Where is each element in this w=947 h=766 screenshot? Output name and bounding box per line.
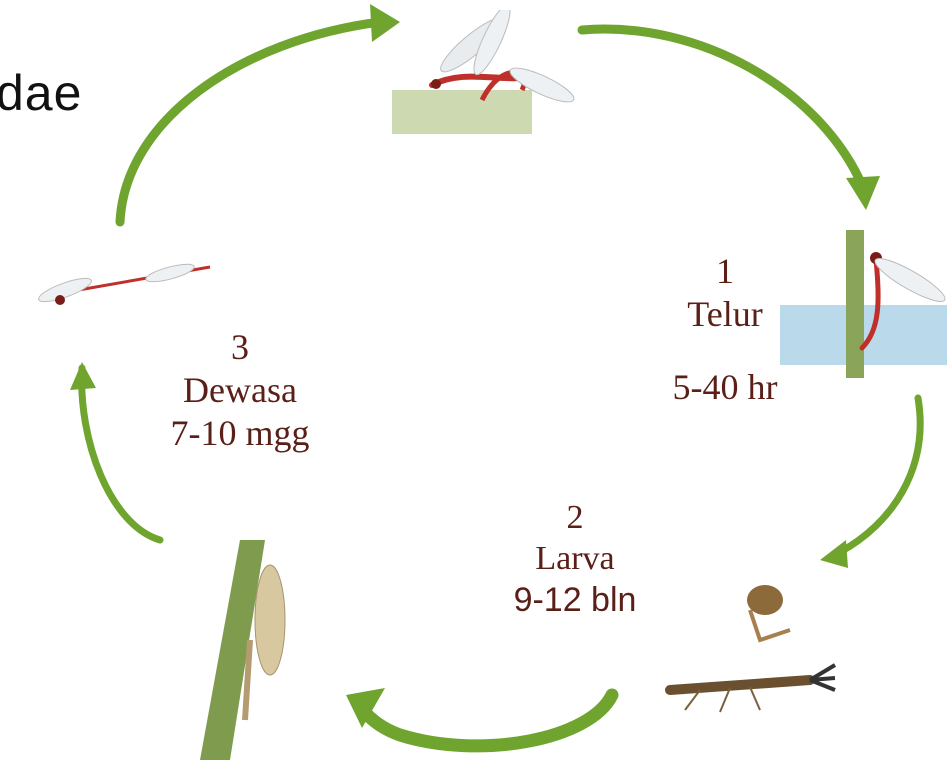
stage-adult-name: Dewasa [150,369,330,412]
stage-larva-name: Larva [500,539,650,580]
emerging-adult-illustration [190,540,310,760]
adult-damselflies-illustration [20,255,220,325]
stage-larva-duration: 9-12 bln [500,580,650,621]
stage-egg-label: 1 Telur 5-40 hr [660,250,790,410]
arrow-adult-to-mating [120,22,380,222]
egg-laying-damselfly-illustration [780,230,947,380]
arrow-mating-to-egg [582,29,862,185]
stage-egg-name: Telur [660,293,790,336]
stage-egg-number: 1 [660,250,790,293]
stage-adult-label: 3 Dewasa 7-10 mgg [150,326,330,456]
stage-larva-number: 2 [500,498,650,539]
mating-damselflies-illustration [392,10,592,175]
arrow-emergence-to-adult [82,368,160,540]
stage-egg-duration: 5-40 hr [660,366,790,409]
stage-adult-number: 3 [150,326,330,369]
larva-illustration [640,560,840,730]
arrow-larva-to-emergence [360,695,612,746]
arrow-egg-to-larva [840,398,920,552]
stage-adult-duration: 7-10 mgg [150,412,330,455]
stage-larva-label: 2 Larva 9-12 bln [500,498,650,620]
